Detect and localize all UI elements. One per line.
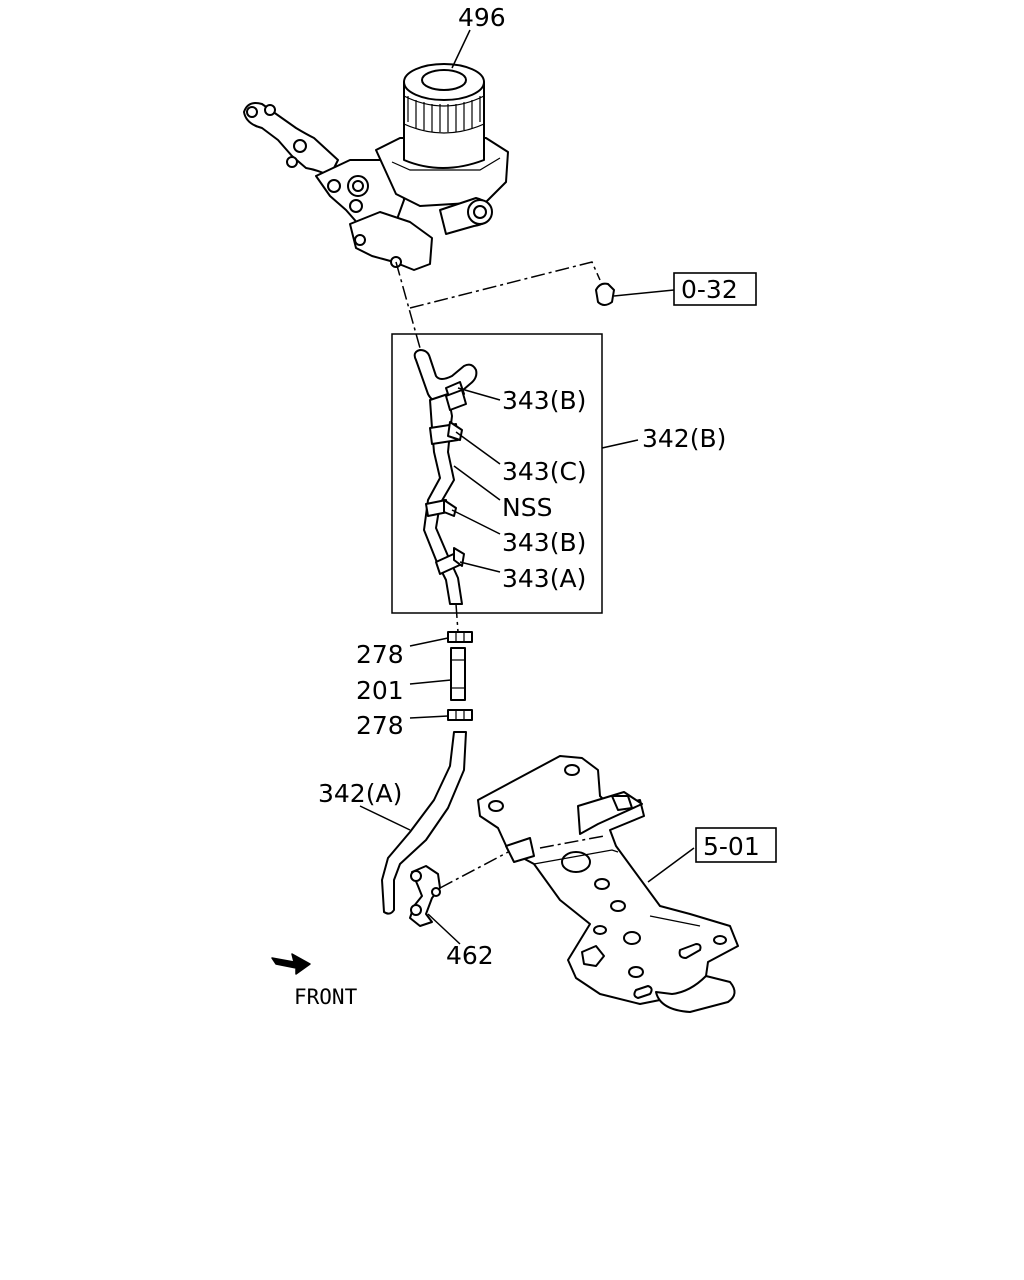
label-342b: 342(B) [642, 424, 726, 453]
clamp-462 [409, 865, 441, 927]
label-278-top: 278 [356, 640, 404, 669]
label-343a: 343(A) [502, 564, 586, 593]
hose-assembly-box [391, 333, 603, 614]
label-front: FRONT [294, 985, 358, 1009]
connector-201 [450, 647, 466, 701]
clip-343a [435, 547, 465, 575]
label-343c: 343(C) [502, 457, 587, 486]
label-462: 462 [446, 941, 494, 970]
ref-0-32: 0-32 [681, 275, 738, 304]
mounting-bracket-plate [477, 755, 739, 1013]
clip-343b-mid [425, 499, 457, 517]
label-342a: 342(A) [318, 779, 402, 808]
label-278-bottom: 278 [356, 711, 404, 740]
nut-278-bottom [447, 709, 473, 721]
label-201: 201 [356, 676, 404, 705]
label-343b-upper: 343(B) [502, 386, 586, 415]
clip-343b-upper [445, 381, 467, 411]
label-343b-mid: 343(B) [502, 528, 586, 557]
clip-343c [429, 421, 463, 445]
nut-278-top [447, 631, 473, 643]
front-arrow-icon [271, 953, 311, 975]
lower-hose-342a [381, 731, 467, 915]
ref-5-01: 5-01 [703, 832, 760, 861]
label-496: 496 [458, 3, 506, 32]
oil-filter-assembly [243, 63, 509, 271]
label-nss: NSS [502, 493, 552, 522]
